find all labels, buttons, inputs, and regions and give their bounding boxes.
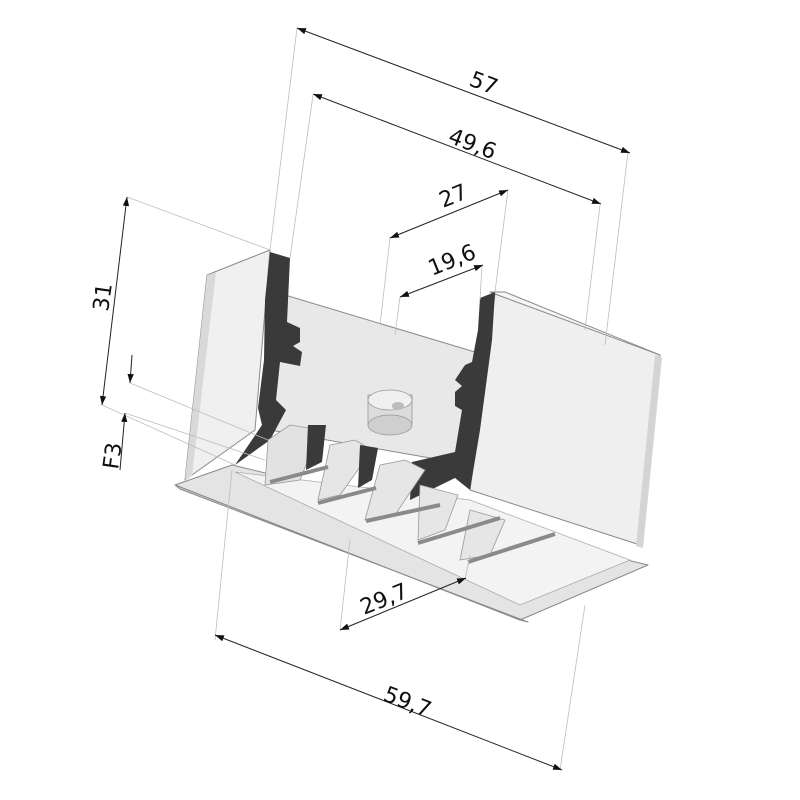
part-body — [174, 249, 662, 623]
dim-line-27 — [389, 189, 509, 239]
left-block-shade — [185, 272, 216, 480]
right-block-face — [469, 293, 661, 546]
fins — [264, 424, 506, 561]
right-section-profile — [410, 292, 495, 500]
cylinder-boss — [367, 389, 413, 436]
dim-label-f3: F3 — [99, 441, 127, 471]
bottom-flange-front — [174, 484, 529, 623]
right-block-shade — [636, 355, 662, 548]
dim-label-27: 27 — [436, 180, 471, 214]
dim-label-29-7: 29,7 — [357, 579, 412, 621]
dim-line-29-7 — [339, 577, 467, 631]
dim-label-49-6: 49,6 — [445, 124, 500, 165]
left-section-profile — [235, 252, 302, 465]
dimension-lines — [99, 27, 631, 771]
dim-line-49-6 — [312, 93, 602, 205]
dim-label-31: 31 — [89, 282, 118, 313]
dim-label-57: 57 — [466, 67, 501, 100]
dim-line-f3-top — [127, 354, 134, 384]
dim-label-59-7: 59,7 — [380, 682, 435, 723]
dim-line-19-6 — [399, 264, 484, 298]
dim-label-19-6: 19,6 — [425, 240, 480, 282]
dim-line-f3-bottom — [119, 412, 128, 471]
slot-lines — [269, 465, 556, 564]
dim-line-59-7 — [214, 634, 563, 771]
dim-line-31 — [99, 196, 130, 406]
